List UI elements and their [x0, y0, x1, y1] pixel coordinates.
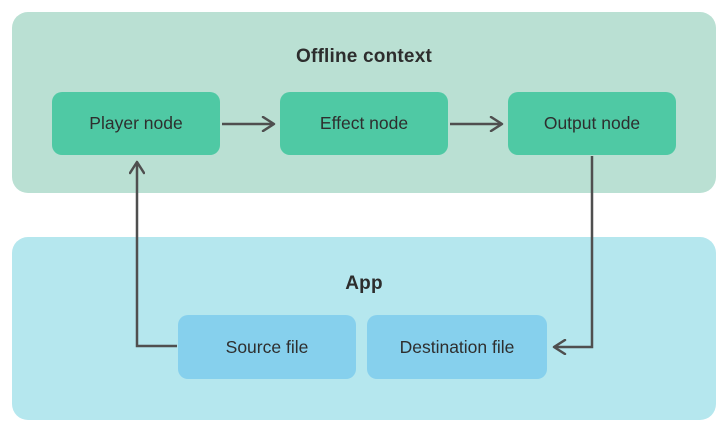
offline-context-group: Offline context Player node Effect node …	[12, 12, 716, 193]
source-file-node: Source file	[178, 315, 356, 379]
offline-context-title: Offline context	[295, 46, 432, 67]
app-context-title: App	[345, 273, 383, 294]
destination-file-node: Destination file	[367, 315, 547, 379]
effect-node: Effect node	[280, 92, 448, 155]
output-node: Output node	[508, 92, 676, 155]
app-context-group: App Source file Destination file	[12, 237, 716, 420]
player-node: Player node	[52, 92, 220, 155]
